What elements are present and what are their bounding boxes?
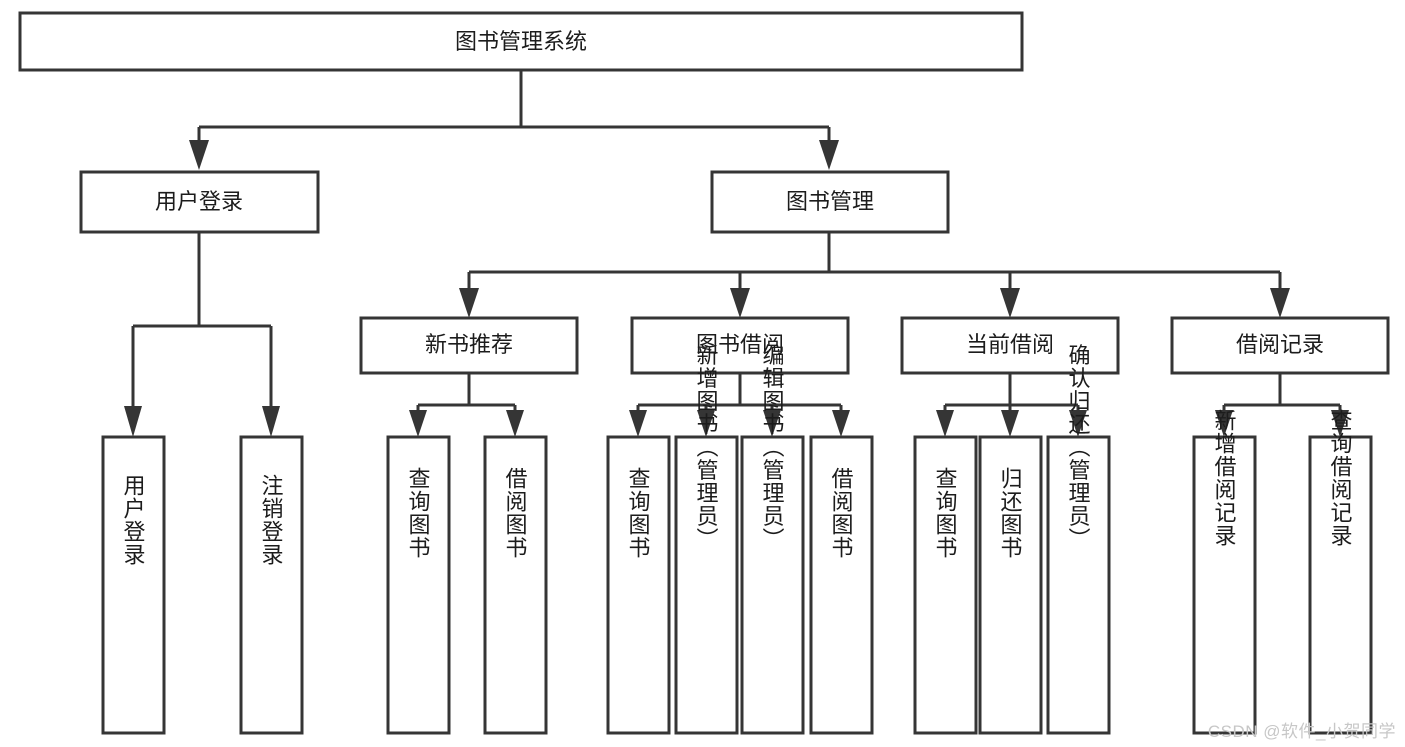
arrow-head-newbook: [459, 288, 479, 318]
node-leaf-record-query[interactable]: 查询借阅记录: [1308, 409, 1373, 735]
node-leaf-current-return-box[interactable]: [978, 435, 1043, 735]
arrow-head-borrow-edit: [763, 410, 781, 437]
node-root-box[interactable]: [18, 11, 1024, 72]
arrow-head-bookmgmt: [819, 140, 839, 170]
arrow-head-current: [1000, 288, 1020, 318]
node-login[interactable]: 用户登录: [79, 170, 320, 234]
node-leaf-borrow-lend-box[interactable]: [809, 435, 874, 735]
arrow-head-current-confirm: [1069, 410, 1087, 437]
node-leaf-user-login[interactable]: 用户登录: [101, 435, 166, 735]
arrow-head-borrow-lend: [832, 410, 850, 437]
connector-group-login: [124, 232, 280, 437]
node-newbook-label: 新书推荐: [425, 332, 513, 357]
node-leaf-record-add-label: 新增借阅记录: [1212, 409, 1237, 547]
node-record-box[interactable]: [1170, 316, 1390, 375]
node-leaf-newbook-query[interactable]: 查询图书: [386, 435, 451, 735]
csdn-watermark: CSDN @软件_小贺同学: [1207, 722, 1396, 741]
arrow-head-current-return: [1001, 410, 1019, 437]
node-borrow-box[interactable]: [630, 316, 850, 375]
node-leaf-borrow-query[interactable]: 查询图书: [606, 435, 671, 735]
arrow-head-newbook-query: [409, 410, 427, 437]
node-leaf-user-login-label: 用户登录: [121, 474, 146, 566]
node-leaf-borrow-edit-label: 编辑图书（管理员）: [760, 344, 785, 551]
node-leaf-current-query-box[interactable]: [913, 435, 978, 735]
node-leaf-record-query-box[interactable]: [1308, 435, 1373, 735]
node-leaf-newbook-borrow[interactable]: 借阅图书: [483, 435, 548, 735]
node-leaf-record-query-label: 查询借阅记录: [1328, 409, 1353, 547]
node-record[interactable]: 借阅记录: [1170, 316, 1390, 375]
connector-group-current: [936, 373, 1087, 437]
node-leaf-current-return[interactable]: 归还图书: [978, 435, 1043, 735]
node-borrow[interactable]: 图书借阅: [630, 316, 850, 375]
arrow-head-record: [1270, 288, 1290, 318]
node-leaf-current-confirm[interactable]: 确认归还（管理员）: [1046, 344, 1111, 735]
node-leaf-record-add[interactable]: 新增借阅记录: [1192, 409, 1257, 735]
arrow-head-login: [189, 140, 209, 170]
connector-group-newbook: [409, 373, 524, 437]
arrow-head-newbook-borrow: [506, 410, 524, 437]
node-leaf-borrow-add-label: 新增图书（管理员）: [694, 344, 719, 551]
node-current-box[interactable]: [900, 316, 1120, 375]
node-leaf-record-add-box[interactable]: [1192, 435, 1257, 735]
node-leaf-borrow-add[interactable]: 新增图书（管理员）: [674, 344, 739, 735]
arrow-head-user-logout: [262, 406, 280, 437]
arrow-head-record-add: [1215, 410, 1233, 437]
node-leaf-newbook-query-box[interactable]: [386, 435, 451, 735]
arrow-head-current-query: [936, 410, 954, 437]
node-leaf-user-logout-label: 注销登录: [259, 474, 284, 566]
connector-group-borrow: [629, 373, 850, 437]
node-newbook-box[interactable]: [359, 316, 579, 375]
node-current[interactable]: 当前借阅: [900, 316, 1120, 375]
node-leaf-borrow-query-box[interactable]: [606, 435, 671, 735]
node-root[interactable]: 图书管理系统: [18, 11, 1024, 72]
node-leaf-current-query-label: 查询图书: [933, 467, 958, 559]
node-leaf-borrow-lend[interactable]: 借阅图书: [809, 435, 874, 735]
node-record-label: 借阅记录: [1236, 332, 1324, 357]
node-newbook[interactable]: 新书推荐: [359, 316, 579, 375]
node-leaf-current-query[interactable]: 查询图书: [913, 435, 978, 735]
arrow-head-user-login: [124, 406, 142, 437]
node-leaf-user-logout-box[interactable]: [239, 435, 304, 735]
node-leaf-newbook-query-label: 查询图书: [406, 467, 431, 559]
node-bookmgmt-label: 图书管理: [786, 189, 874, 214]
node-login-box[interactable]: [79, 170, 320, 234]
node-leaf-borrow-lend-label: 借阅图书: [829, 467, 854, 559]
arrow-head-borrow-add: [697, 410, 715, 437]
node-root-label: 图书管理系统: [455, 29, 587, 54]
node-leaf-newbook-borrow-box[interactable]: [483, 435, 548, 735]
node-leaf-current-confirm-label: 确认归还（管理员）: [1066, 344, 1091, 551]
node-leaf-current-confirm-box[interactable]: [1046, 435, 1111, 735]
node-leaf-user-logout[interactable]: 注销登录: [239, 435, 304, 735]
connector-group-record: [1215, 373, 1349, 437]
node-leaf-borrow-query-label: 查询图书: [626, 467, 651, 559]
node-leaf-current-return-label: 归还图书: [998, 467, 1023, 559]
arrow-head-borrow: [730, 288, 750, 318]
node-leaf-borrow-add-box[interactable]: [674, 435, 739, 735]
connector-group-root: [189, 70, 839, 170]
node-current-label: 当前借阅: [966, 332, 1054, 357]
arrow-head-record-query: [1331, 410, 1349, 437]
node-bookmgmt-box[interactable]: [710, 170, 950, 234]
node-leaf-borrow-edit[interactable]: 编辑图书（管理员）: [740, 344, 805, 735]
connector-group-bookmgmt: [459, 232, 1290, 318]
node-borrow-label: 图书借阅: [696, 332, 784, 357]
node-leaf-user-login-box[interactable]: [101, 435, 166, 735]
node-bookmgmt[interactable]: 图书管理: [710, 170, 950, 234]
node-leaf-newbook-borrow-label: 借阅图书: [503, 467, 528, 559]
arrow-head-borrow-query: [629, 410, 647, 437]
node-leaf-borrow-edit-box[interactable]: [740, 435, 805, 735]
node-login-label: 用户登录: [155, 189, 243, 214]
